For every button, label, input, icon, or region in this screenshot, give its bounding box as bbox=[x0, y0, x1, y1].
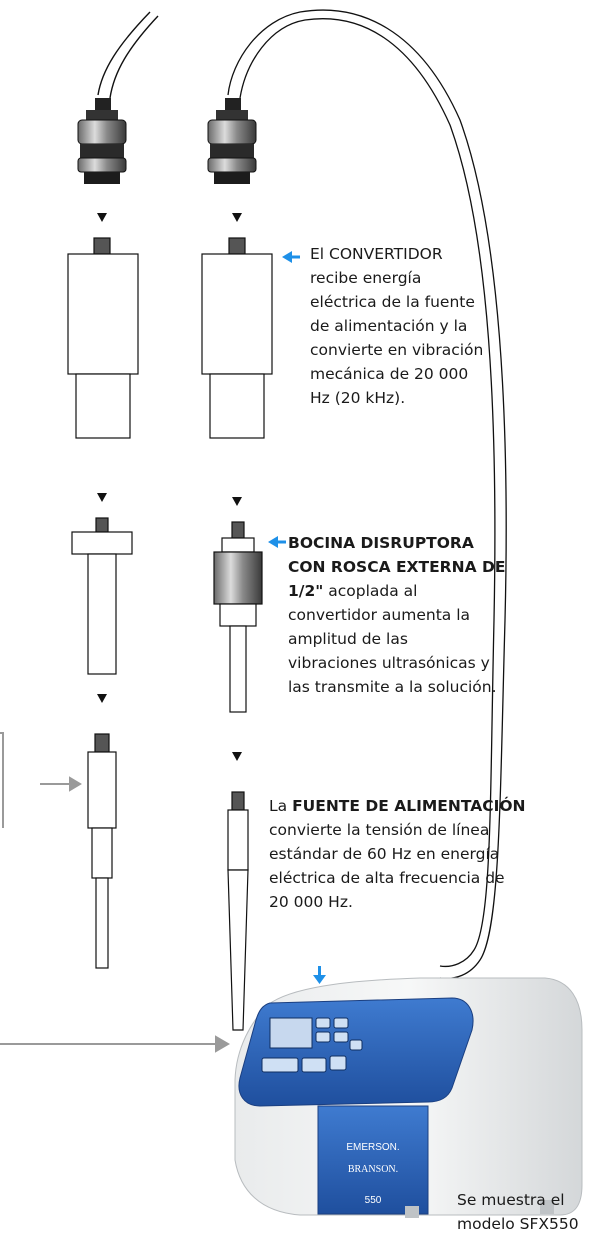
horn-callout: BOCINA DISRUPTORA CON ROSCA EXTERNA DE 1… bbox=[288, 531, 505, 699]
left-cable bbox=[97, 11, 159, 99]
right-converter bbox=[201, 237, 273, 439]
horn-callout-line: convertidor aumenta la bbox=[288, 606, 471, 624]
power-callout: La FUENTE DE ALIMENTACIÓN convierte la t… bbox=[269, 794, 526, 914]
power-callout-line: eléctrica de alta frecuencia de bbox=[269, 869, 505, 887]
model-badge: 550 bbox=[365, 1195, 382, 1206]
left-connector bbox=[77, 98, 127, 184]
converter-callout-line: eléctrica de la fuente bbox=[310, 293, 475, 311]
converter-callout-line: convierte en vibración bbox=[310, 341, 484, 359]
horn-callout-title: BOCINA DISRUPTORA bbox=[288, 534, 474, 552]
model-caption: Se muestra el modelo SFX550 bbox=[457, 1188, 579, 1236]
right-connector bbox=[207, 98, 257, 184]
down-triangle-icon bbox=[97, 213, 242, 761]
brand-branson: BRANSON. bbox=[348, 1164, 398, 1175]
model-caption-line: Se muestra el bbox=[457, 1191, 565, 1209]
converter-callout-line: Hz (20 kHz). bbox=[310, 389, 406, 407]
horn-callout-line: acoplada al bbox=[323, 582, 418, 600]
pointer-arrow-icon bbox=[0, 732, 230, 1053]
converter-callout-line: mecánica de 20 000 bbox=[310, 365, 469, 383]
converter-callout-line: recibe energía bbox=[310, 269, 422, 287]
horn-callout-line: vibraciones ultrasónicas y bbox=[288, 654, 490, 672]
horn-callout-title: 1/2" bbox=[288, 582, 324, 600]
converter-callout: El CONVERTIDOR recibe energía eléctrica … bbox=[310, 242, 483, 410]
power-callout-line: estándar de 60 Hz en energía bbox=[269, 845, 500, 863]
right-horn bbox=[213, 521, 263, 713]
left-horn bbox=[71, 517, 133, 675]
power-callout-line: 20 000 Hz. bbox=[269, 893, 353, 911]
horn-callout-line: amplitud de las bbox=[288, 630, 408, 648]
left-probe bbox=[87, 733, 117, 969]
left-arrow-icon bbox=[268, 251, 300, 548]
right-probe bbox=[227, 791, 249, 1031]
horn-callout-line: las transmite a la solución. bbox=[288, 678, 497, 696]
horn-callout-title: CON ROSCA EXTERNA DE bbox=[288, 558, 506, 576]
converter-callout-line: El CONVERTIDOR bbox=[310, 245, 443, 263]
power-callout-line: convierte la tensión de línea bbox=[269, 821, 490, 839]
model-caption-line: modelo SFX550 bbox=[457, 1215, 579, 1233]
main-cable bbox=[227, 9, 507, 980]
left-converter bbox=[67, 237, 139, 439]
power-callout-title: FUENTE DE ALIMENTACIÓN bbox=[292, 797, 526, 815]
power-callout-prefix: La bbox=[269, 797, 293, 815]
down-arrow-icon bbox=[313, 966, 326, 984]
brand-emerson: EMERSON. bbox=[346, 1142, 399, 1153]
power-supply bbox=[234, 977, 583, 1218]
converter-callout-line: de alimentación y la bbox=[310, 317, 468, 335]
